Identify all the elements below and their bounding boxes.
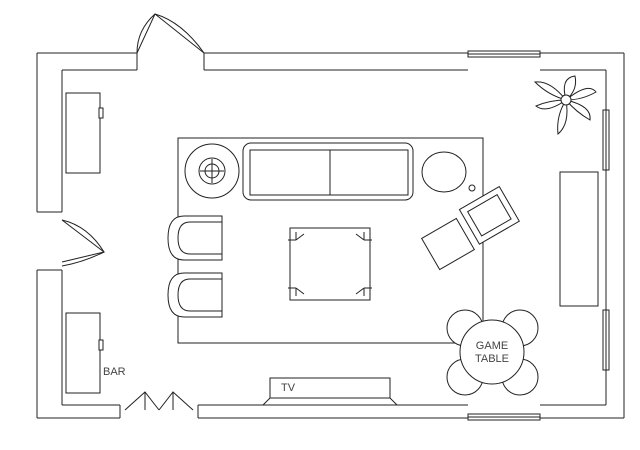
window-bottom-right (467, 413, 541, 421)
side-table-left (184, 143, 240, 199)
coffee-table (288, 227, 372, 301)
side-table-right (421, 151, 467, 193)
game-table (446, 309, 539, 396)
double-door-bottom (124, 391, 194, 411)
window-right-lower (602, 309, 610, 371)
tv-label: TV (281, 382, 296, 394)
cabinet-left-upper (65, 92, 101, 174)
bar-handle (98, 339, 104, 351)
recliner (458, 185, 520, 245)
tv-unit (262, 377, 398, 406)
bar-counter (65, 312, 101, 394)
entry-door-top (136, 13, 205, 54)
armchair-lower (167, 272, 223, 318)
side-door-left (61, 219, 106, 267)
game-table-label-line1: GAME (476, 340, 508, 352)
game-table-label-line2: TABLE (475, 353, 509, 365)
small-lamp (468, 184, 476, 192)
window-top-right (467, 50, 541, 58)
potted-plant (533, 75, 597, 135)
right-console (559, 171, 599, 307)
armchair-upper (167, 215, 223, 261)
ottoman (420, 217, 476, 271)
cabinet-handle (98, 107, 104, 119)
bar-label: BAR (103, 366, 126, 378)
outer-walls (36, 52, 625, 419)
window-right-upper (602, 109, 610, 171)
sofa (242, 142, 414, 201)
